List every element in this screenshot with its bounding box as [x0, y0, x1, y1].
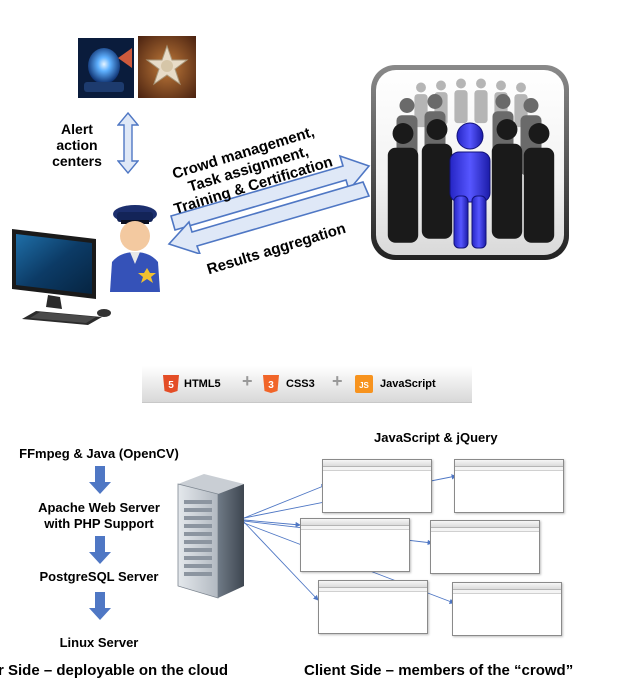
html5-badge: 5 [168, 380, 174, 391]
stack-apache-label: Apache Web Server with PHP Support [38, 500, 160, 531]
javascript-logo: JS JavaScript [354, 374, 436, 394]
police-badge-icon [138, 36, 196, 98]
computer-monitor-icon [8, 225, 113, 325]
down-arrow-icon [89, 536, 111, 564]
browser-window [452, 582, 562, 636]
crowd-double-arrow [165, 144, 375, 256]
browser-window [300, 518, 410, 572]
html5-label: HTML5 [184, 378, 221, 390]
server-tower-icon [174, 470, 248, 600]
plus-sign: + [332, 371, 343, 391]
alert-line: Alert [61, 121, 93, 137]
alert-double-arrow [116, 111, 140, 175]
js-badge-icon: JS [355, 375, 373, 393]
tech-logo-band: 5 HTML5 + 3 CSS3 + JS JavaScript [142, 366, 472, 403]
highlighted-figure [449, 122, 491, 249]
javascript-label: JavaScript [380, 378, 436, 390]
down-arrow-icon [89, 466, 111, 494]
css3-logo: 3 CSS3 [262, 374, 315, 394]
alert-action-centers-label: Alert action centers [47, 121, 107, 169]
browser-window [322, 459, 432, 513]
css3-badge: 3 [268, 380, 274, 391]
html5-shield-icon: 5 [163, 375, 179, 393]
js-badge: JS [359, 381, 369, 390]
police-officer-icon [100, 200, 170, 292]
client-side-caption: Client Side – members of the “crowd” [304, 662, 574, 679]
alert-line: centers [52, 153, 102, 169]
crowd-icon [370, 64, 570, 261]
stack-linux-label: Linux Server [59, 635, 139, 650]
stack-postgresql-label: PostgreSQL Server [39, 569, 159, 584]
alert-line: action [56, 137, 98, 153]
plus-sign: + [242, 371, 253, 391]
client-title: JavaScript & jQuery [374, 430, 498, 445]
browser-window [454, 459, 564, 513]
down-arrow-icon [89, 592, 111, 620]
server-side-caption: r Side – deployable on the cloud [0, 662, 229, 679]
css3-label: CSS3 [286, 378, 315, 390]
browser-window [430, 520, 540, 574]
browser-window [318, 580, 428, 634]
html5-logo: 5 HTML5 [162, 374, 221, 394]
stack-ffmpeg-label: FFmpeg & Java (OpenCV) [19, 446, 179, 461]
css3-shield-icon: 3 [263, 375, 279, 393]
siren-icon [78, 38, 134, 98]
